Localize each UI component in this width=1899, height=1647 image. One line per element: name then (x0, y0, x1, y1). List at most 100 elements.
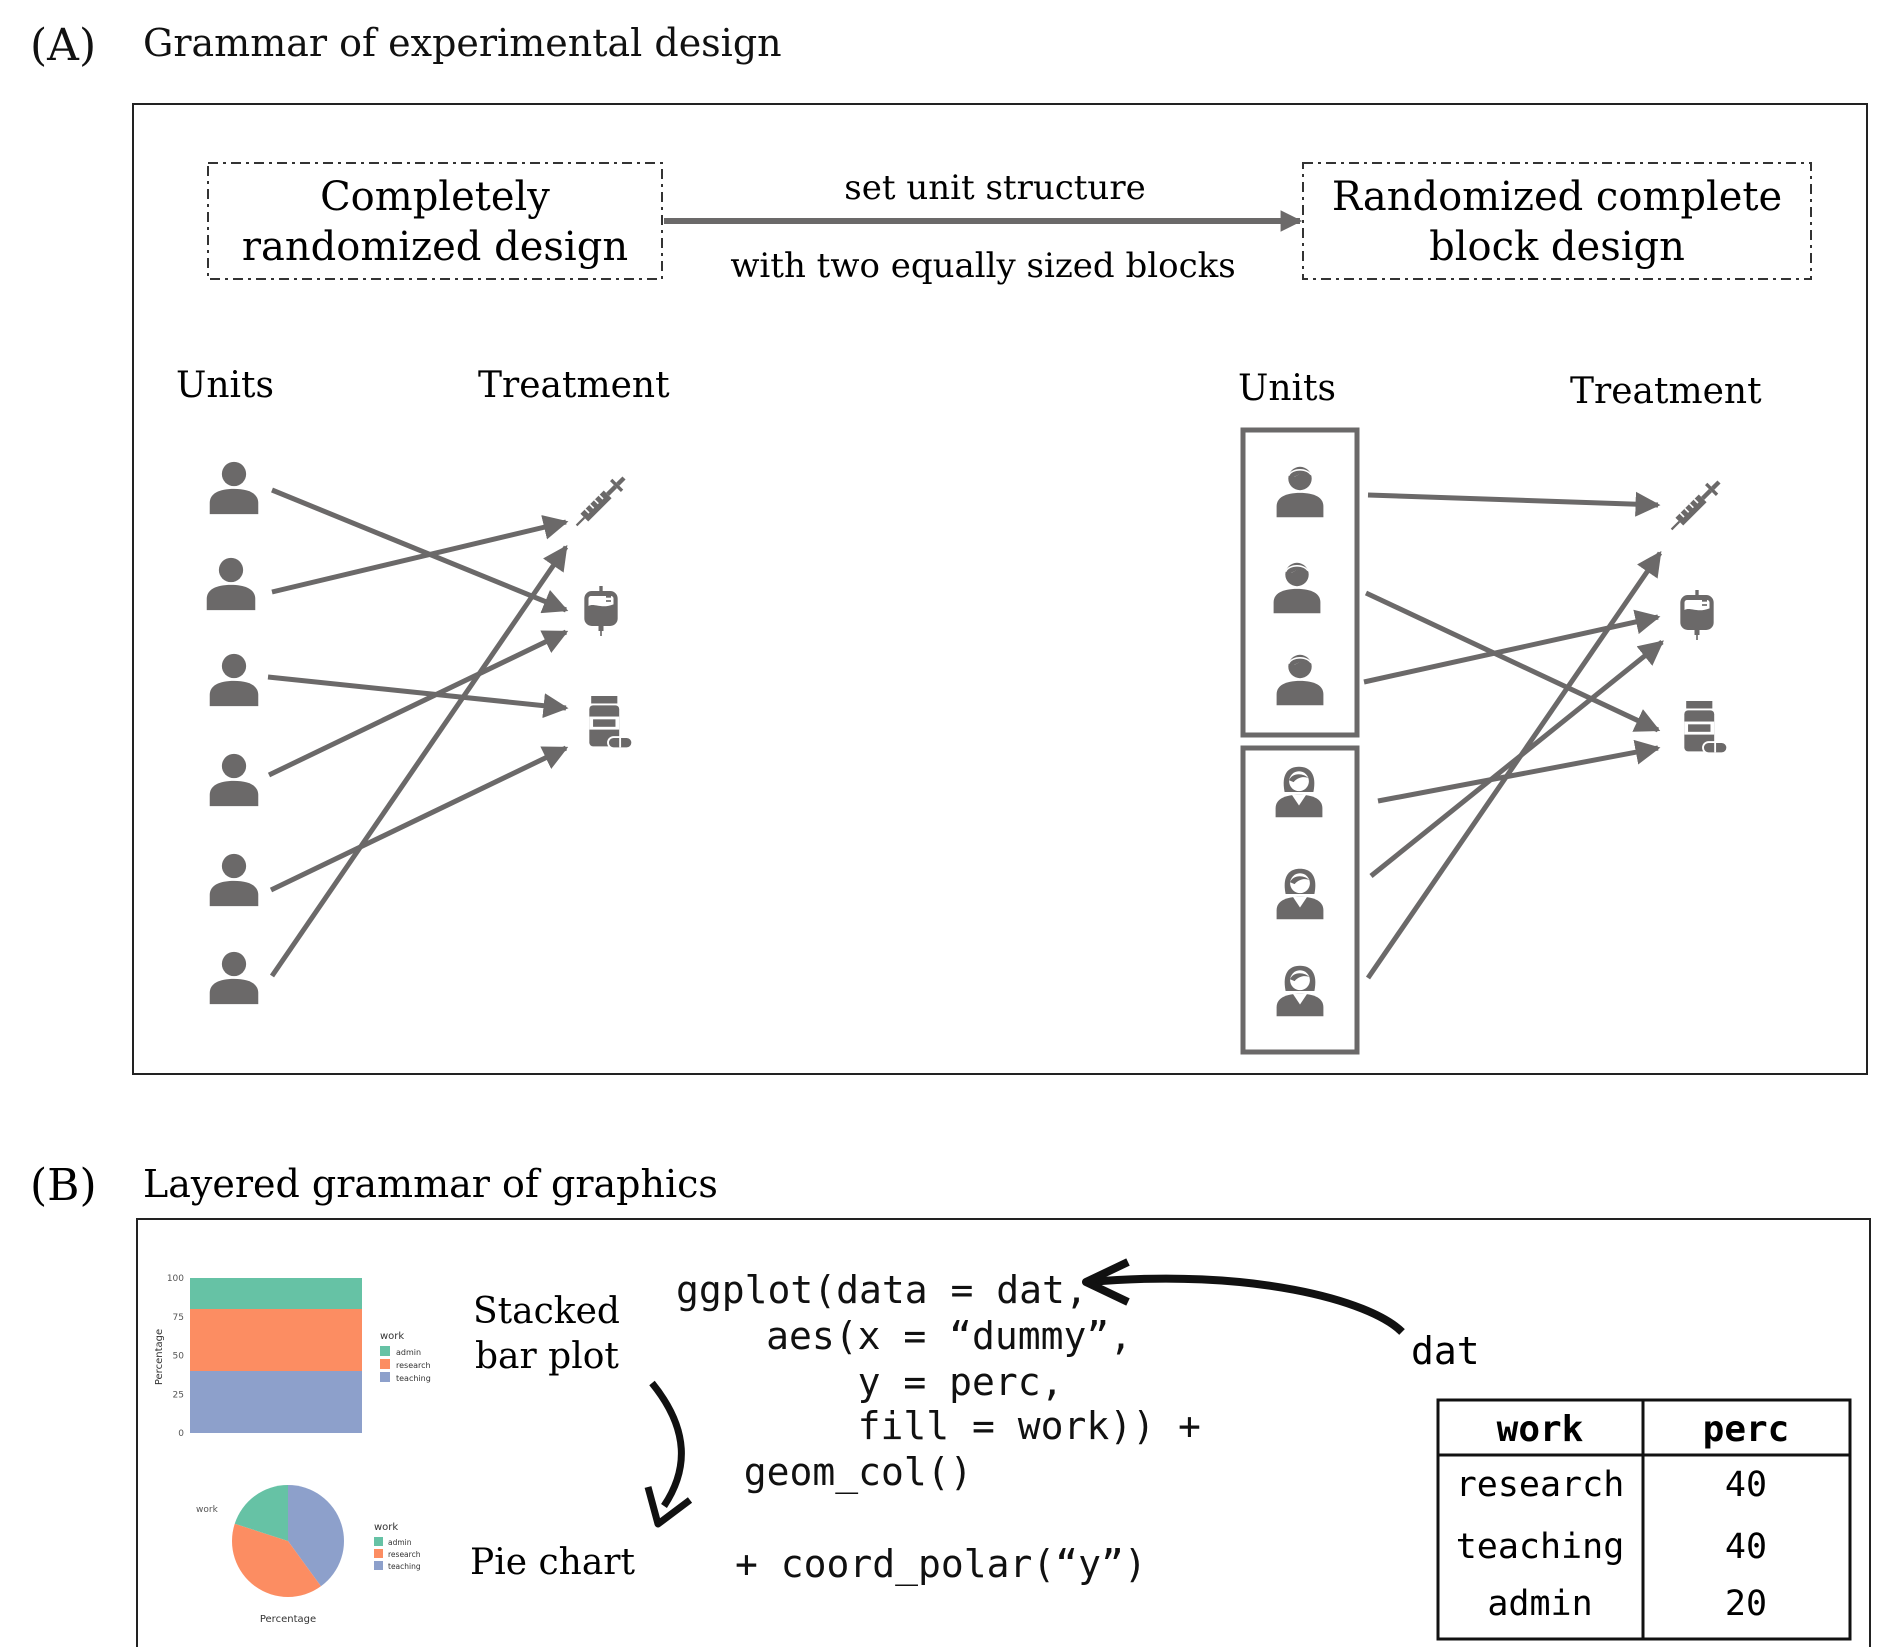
assignment-arrow (1365, 550, 1663, 980)
legend-swatch (380, 1359, 390, 1369)
bar-segment-research (190, 1309, 362, 1371)
pill-bottle-icon (588, 694, 634, 750)
man-icon (1273, 562, 1321, 614)
legend-swatch (374, 1537, 383, 1546)
syringe-icon (570, 471, 631, 532)
y-tick-label: 50 (173, 1352, 185, 1362)
table-cell: 40 (1725, 1465, 1767, 1505)
person-icon (206, 557, 256, 611)
person-icon (209, 951, 259, 1005)
y-axis-label: Percentage (154, 1329, 165, 1385)
legend-swatch (380, 1372, 390, 1382)
legend-swatch (374, 1549, 383, 1558)
right-design-box (1302, 162, 1812, 280)
code-line: y = perc, (606, 1360, 1064, 1404)
data-table: work perc research 40 teaching 40 admin … (1436, 1398, 1852, 1641)
left-treatment-label: Treatment (478, 365, 670, 406)
code-line: aes(x = “dummy”, (606, 1314, 1132, 1358)
code-line: ggplot(data = dat, (676, 1268, 1088, 1312)
person-icon (209, 753, 259, 807)
panel-b-frame (136, 1218, 1871, 1647)
table-cell: teaching (1456, 1527, 1625, 1567)
legend-label: teaching (388, 1562, 421, 1571)
dat-label: dat (1411, 1329, 1480, 1373)
right-units (1273, 466, 1324, 1017)
woman-icon (1275, 766, 1323, 818)
assignment-arrow (267, 674, 569, 719)
man-icon (1276, 654, 1324, 706)
person-icon (209, 653, 259, 707)
legend-label: teaching (396, 1374, 431, 1383)
legend-label: admin (396, 1348, 421, 1357)
code-line: geom_col() (698, 1450, 973, 1495)
ggplot-code: ggplot(data = dat, aes(x = “dummy”, y = … (606, 1268, 1201, 1587)
code-line-polar: + coord_polar(“y”) (735, 1542, 1147, 1587)
pie-x-label: Percentage (260, 1614, 316, 1625)
pie-slice-teaching (288, 1485, 345, 1587)
table-header: perc (1703, 1409, 1790, 1450)
left-units-label: Units (176, 365, 274, 406)
person-icon (209, 461, 259, 515)
panel-b-title: Layered grammar of graphics (143, 1162, 718, 1206)
legend-swatch (374, 1561, 383, 1570)
panel-b: (B) Layered grammar of graphics 0 25 50 75 1… (30, 1160, 1871, 1647)
y-tick-label: 75 (173, 1313, 184, 1323)
pie-y-label: work (196, 1505, 219, 1515)
table-cell: 20 (1725, 1584, 1767, 1624)
pill-bottle-icon (1683, 699, 1729, 755)
assignment-arrow (267, 629, 569, 778)
left-design-box (207, 162, 663, 280)
panel-a-title: Grammar of experimental design (143, 21, 782, 65)
legend-label: admin (388, 1538, 412, 1547)
dat-arrow-head (1082, 1258, 1130, 1306)
pie-slice-admin (234, 1485, 288, 1541)
legend-label: research (396, 1361, 431, 1370)
stacked-label-line2: bar plot (475, 1336, 619, 1377)
y-tick-label: 25 (173, 1390, 184, 1400)
transform-label-bottom: with two equally sized blocks (730, 246, 1235, 286)
iv-bag-icon (584, 586, 618, 636)
iv-bag-icon (1680, 590, 1714, 640)
right-units-label: Units (1238, 368, 1336, 409)
assignment-arrow (1363, 609, 1661, 685)
assignment-arrow (1364, 590, 1661, 733)
assignment-arrow (1377, 739, 1661, 804)
curved-arrow-down-icon (649, 1380, 685, 1508)
panel-a-frame (132, 103, 1868, 1075)
assignment-arrow (269, 745, 569, 893)
panel-a-letter: (A) (30, 20, 96, 71)
panel-a: (A) Grammar of experimental design Compl… (30, 20, 1868, 1075)
panel-b-letter: (B) (30, 1160, 97, 1211)
left-design-line2: randomized design (242, 224, 628, 270)
legend-title: work (374, 1522, 398, 1533)
right-treatment-label: Treatment (1570, 371, 1762, 412)
left-design-line1: Completely (320, 174, 550, 220)
table-cell: 40 (1725, 1527, 1767, 1567)
syringe-icon (1665, 475, 1726, 536)
y-tick-label: 100 (167, 1274, 184, 1284)
right-design-line1: Randomized complete (1332, 174, 1782, 220)
legend-swatch (380, 1346, 390, 1356)
person-icon (209, 853, 259, 907)
woman-icon (1276, 868, 1324, 920)
assignment-arrow (1367, 491, 1661, 517)
man-icon (1276, 466, 1324, 518)
dat-arrow-icon (1089, 1274, 1405, 1335)
bar-segment-admin (190, 1278, 362, 1309)
y-tick-label: 0 (178, 1429, 184, 1439)
legend-label: research (388, 1550, 421, 1559)
assignment-arrow (271, 487, 569, 614)
block-1 (1240, 427, 1360, 738)
assignment-arrow (271, 515, 569, 595)
table-header: work (1497, 1409, 1584, 1450)
pie-label: Pie chart (470, 1542, 636, 1583)
left-assignment-arrows (267, 487, 569, 978)
left-units (206, 461, 259, 1005)
legend-title: work (380, 1331, 404, 1342)
woman-icon (1276, 965, 1324, 1017)
block-2 (1240, 745, 1360, 1055)
right-design-line2: block design (1429, 224, 1685, 270)
assignment-arrow (269, 544, 569, 978)
